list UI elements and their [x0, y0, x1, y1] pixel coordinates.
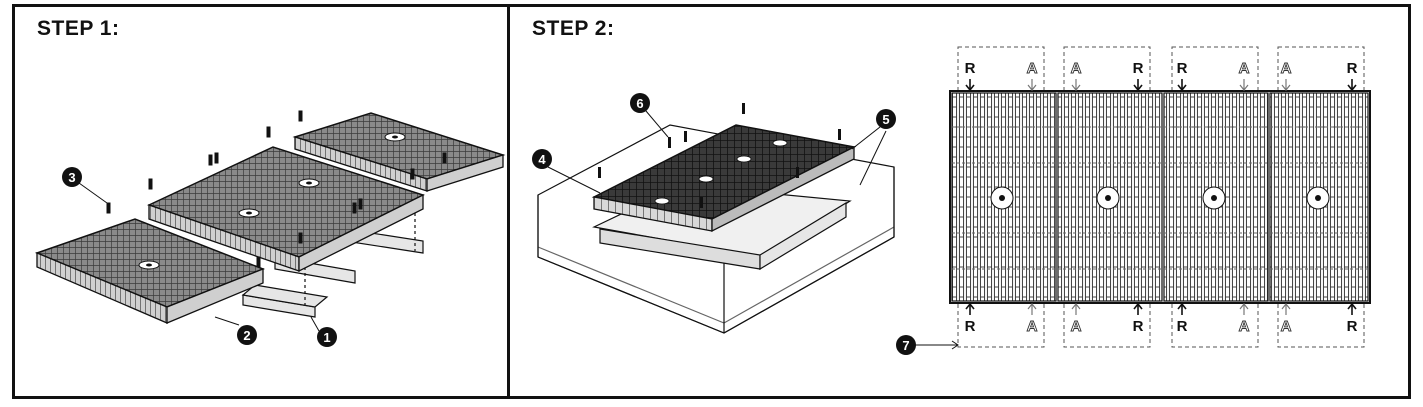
- callout-2: 2: [214, 316, 257, 345]
- svg-text:5: 5: [882, 112, 889, 127]
- callout-3: 3: [62, 167, 108, 204]
- svg-text:A: A: [1281, 318, 1292, 335]
- grate-panel-front: [34, 218, 266, 324]
- svg-text:R: R: [965, 318, 976, 335]
- svg-text:R: R: [1347, 60, 1358, 77]
- step-1-title: STEP 1:: [37, 17, 120, 40]
- step-1-panel: STEP 1:: [12, 4, 510, 399]
- svg-text:6: 6: [636, 96, 643, 111]
- grate-panel-back: [292, 112, 506, 192]
- grate-layout-diagram: R A A R R A A R R: [896, 46, 1371, 355]
- top-labels: R A A R R A A R: [965, 60, 1358, 92]
- callout-5: 5: [851, 109, 896, 186]
- svg-text:A: A: [1281, 60, 1292, 77]
- layout-grate-2: [1057, 92, 1163, 302]
- svg-text:R: R: [1133, 318, 1144, 335]
- callout-4: 4: [532, 149, 601, 194]
- screws-step-2: [598, 103, 841, 208]
- step-2-title: STEP 2:: [532, 17, 615, 40]
- grate-panel-middle: [147, 146, 425, 273]
- svg-text:A: A: [1027, 318, 1038, 335]
- svg-text:A: A: [1027, 60, 1038, 77]
- svg-text:R: R: [965, 60, 976, 77]
- svg-text:R: R: [1177, 60, 1188, 77]
- svg-text:A: A: [1071, 318, 1082, 335]
- layout-grate-1: [951, 92, 1057, 302]
- callout-1: 1: [310, 316, 337, 347]
- callout-7: 7: [896, 335, 959, 355]
- svg-text:R: R: [1133, 60, 1144, 77]
- svg-text:R: R: [1347, 318, 1358, 335]
- svg-text:7: 7: [902, 338, 909, 353]
- svg-text:4: 4: [538, 152, 546, 167]
- step-2-panel: STEP 2:: [507, 4, 1411, 399]
- step-1-illustration: 3 2 1: [34, 110, 506, 347]
- svg-text:1: 1: [323, 330, 330, 345]
- callout-6: 6: [630, 93, 669, 138]
- svg-text:A: A: [1071, 60, 1082, 77]
- svg-text:R: R: [1177, 318, 1188, 335]
- step-2-illustration: 6 4 5: [532, 46, 1371, 355]
- svg-text:A: A: [1239, 318, 1250, 335]
- layout-grate-3: [1163, 92, 1269, 302]
- svg-text:2: 2: [243, 328, 250, 343]
- screws: [106, 110, 447, 268]
- bottom-labels: R A A R R A A R: [965, 302, 1358, 335]
- svg-text:3: 3: [68, 170, 75, 185]
- grate-installed: [591, 124, 857, 233]
- svg-text:A: A: [1239, 60, 1250, 77]
- layout-grate-4: [1269, 92, 1369, 302]
